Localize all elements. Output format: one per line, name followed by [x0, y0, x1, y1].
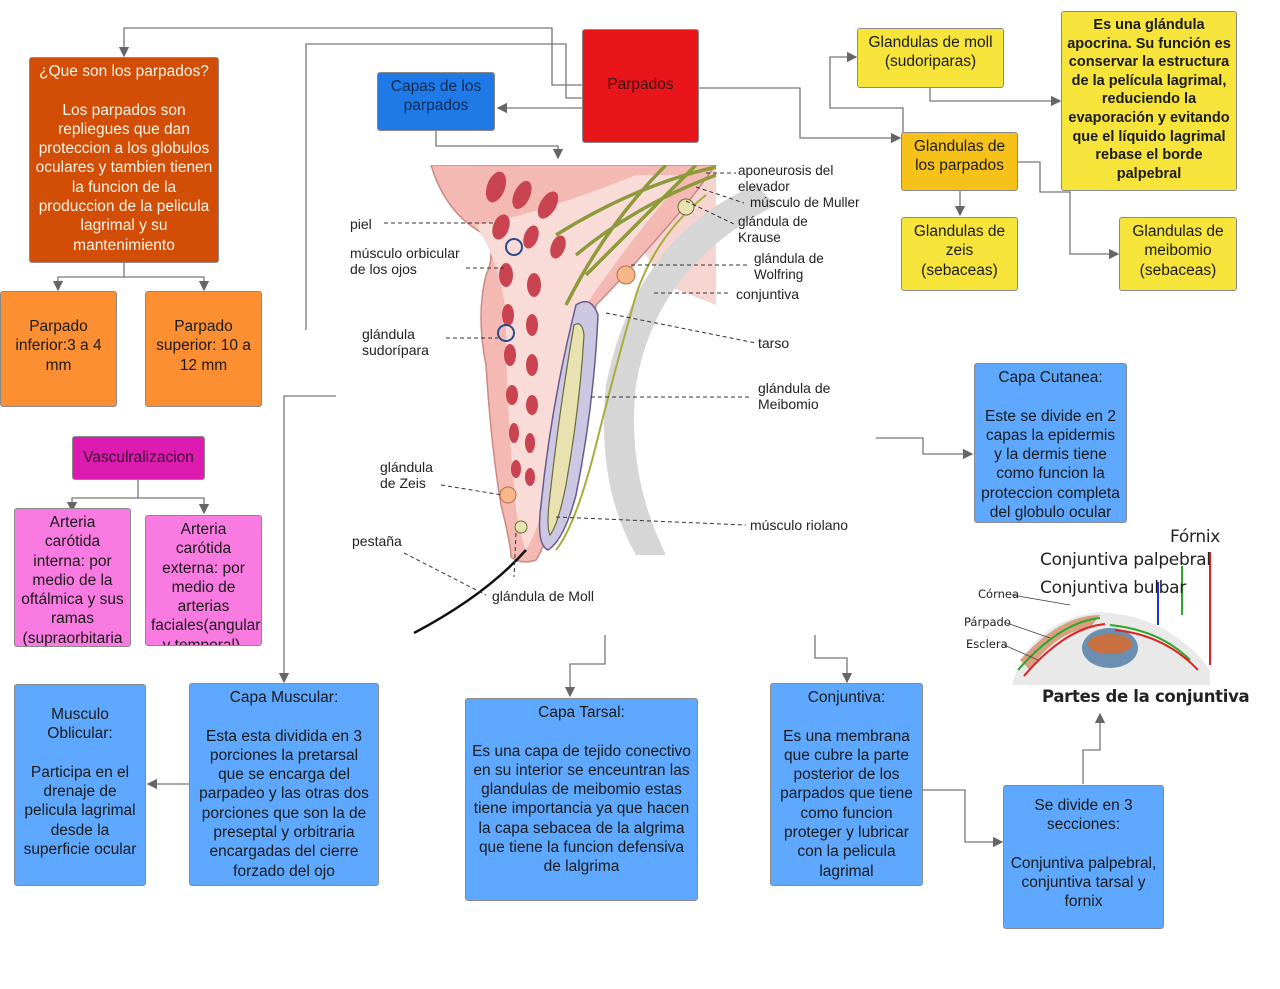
label-wolfring: glándula de Wolfring: [754, 251, 824, 282]
conjuntiva-node[interactable]: Conjuntiva: Es una membrana que cubre la…: [770, 683, 923, 886]
label-aponeurosis: aponeurosis del elevador: [738, 163, 834, 194]
vascularizacion-node[interactable]: Vasculralizacion: [72, 436, 205, 480]
label-orbicular: músculo orbicular de los ojos: [350, 245, 460, 277]
label-conjuntiva-bulbar: Conjuntiva bulbar: [1040, 578, 1186, 598]
label-tarso: tarso: [758, 335, 790, 351]
glandulas-meibomio-node[interactable]: Glandulas de meibomio (sebaceas): [1119, 217, 1237, 291]
que-son-parpados-node[interactable]: ¿Que son los parpados? Los parpados son …: [29, 57, 219, 263]
arteria-interna-node[interactable]: Arteria carótida interna: por medio de l…: [14, 508, 131, 647]
glandula-apocrina-node[interactable]: Es una glándula apocrina. Su función es …: [1061, 11, 1237, 191]
glandulas-parpados-node[interactable]: Glandulas de los parpados: [901, 132, 1018, 191]
label-parpado: Párpado: [964, 615, 1011, 629]
arteria-externa-node[interactable]: Arteria carótida externa: por medio de a…: [145, 515, 262, 646]
parpado-inferior-node[interactable]: Parpado inferior:3 a 4 mm: [0, 291, 117, 407]
label-cornea: Córnea: [978, 587, 1020, 601]
label-zeis: glándula de Zeis: [380, 459, 433, 491]
parpado-superior-node[interactable]: Parpado superior: 10 a 12 mm: [145, 291, 262, 407]
label-piel: piel: [350, 216, 372, 232]
divide-3-secciones-node[interactable]: Se divide en 3 secciones: Conjuntiva pal…: [1003, 785, 1164, 929]
label-conjuntiva: conjuntiva: [736, 286, 800, 302]
eyelid-anatomy-illustration: [336, 165, 876, 635]
label-muller: músculo de Muller: [750, 195, 860, 210]
conjuntiva-parts-illustration: [1003, 552, 1211, 685]
capas-parpados-node[interactable]: Capas de los parpados: [377, 72, 495, 131]
label-moll: glándula de Moll: [492, 588, 594, 604]
capa-muscular-node[interactable]: Capa Muscular: Esta esta dividida en 3 p…: [189, 683, 379, 886]
capa-tarsal-node[interactable]: Capa Tarsal: Es una capa de tejido conec…: [465, 698, 698, 901]
label-conjuntiva-palpebral: Conjuntiva palpebral: [1040, 550, 1211, 570]
capa-cutanea-node[interactable]: Capa Cutanea: Este se divide en 2 capas …: [974, 363, 1127, 523]
glandulas-zeis-node[interactable]: Glandulas de zeis (sebaceas): [901, 217, 1018, 291]
label-esclera: Esclera: [966, 637, 1008, 651]
label-pestana: pestaña: [352, 533, 402, 549]
label-sudoripara: glándula sudorípara: [362, 326, 429, 358]
glandulas-moll-node[interactable]: Glandulas de moll (sudoriparas): [857, 28, 1004, 88]
label-meibomio: glándula de Meibomio: [758, 380, 831, 412]
label-riolano: músculo riolano: [750, 517, 849, 533]
musculo-oblicular-node[interactable]: Musculo Oblicular: Participa en el drena…: [14, 684, 146, 886]
label-krause: glándula de Krause: [738, 214, 808, 245]
label-partes-conjuntiva: Partes de la conjuntiva: [1042, 687, 1250, 706]
label-fornix: Fórnix: [1170, 527, 1221, 547]
parpados-node[interactable]: Parpados: [582, 29, 699, 143]
